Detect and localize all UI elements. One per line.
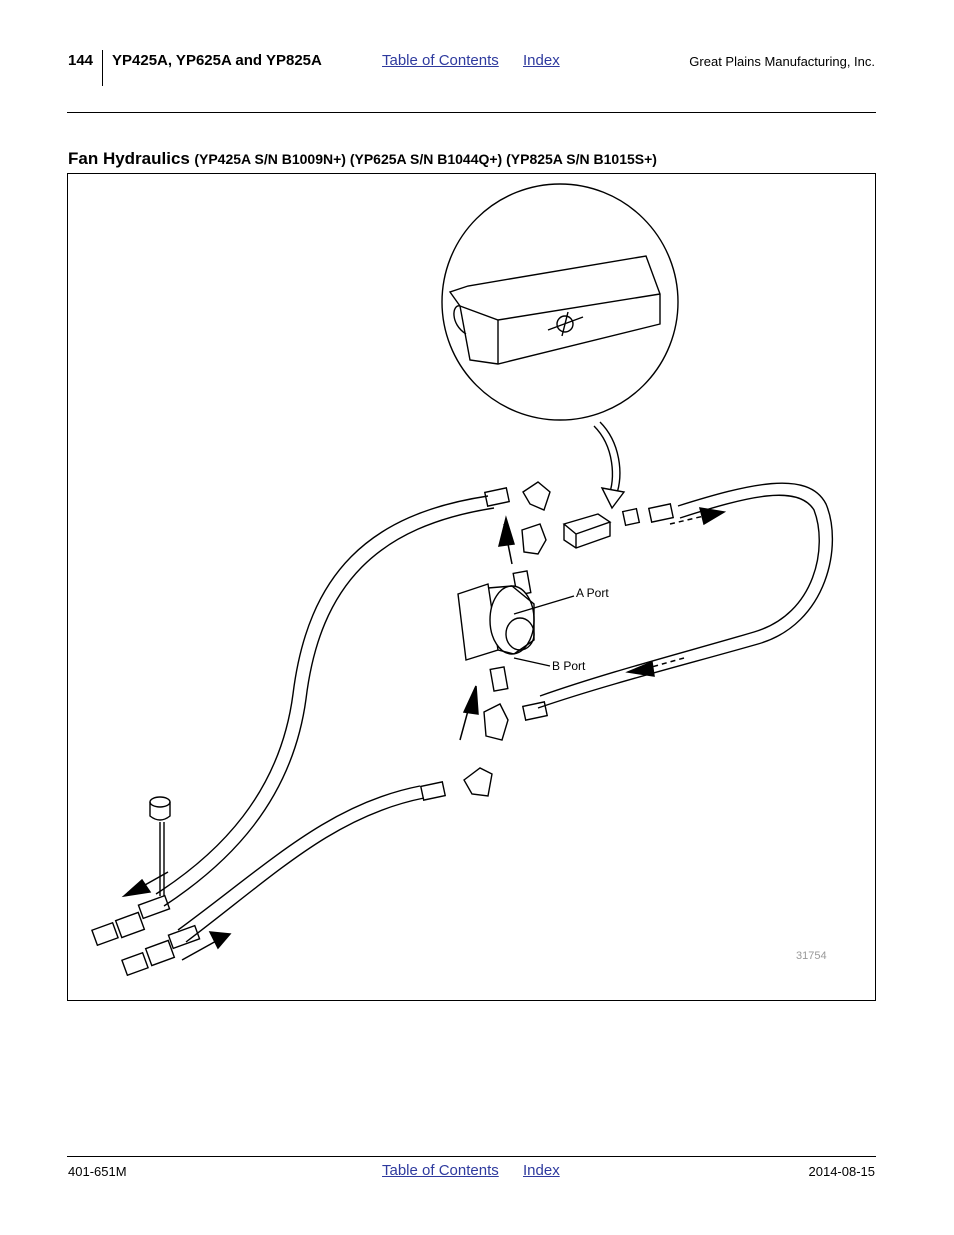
tee-fitting-upper xyxy=(521,523,547,555)
detail-pointer-arrow xyxy=(593,421,626,510)
section-title: Fan Hydraulics xyxy=(68,149,190,168)
company-name: Great Plains Manufacturing, Inc. xyxy=(689,54,875,69)
hose-right-loop xyxy=(537,482,834,709)
header-divider xyxy=(102,50,103,86)
hose-tag xyxy=(149,796,171,896)
footer-rule xyxy=(67,1156,876,1157)
b-port-label: B Port xyxy=(552,659,586,673)
quick-coupler-upper xyxy=(91,894,171,947)
document-number: 401-651M xyxy=(68,1164,127,1179)
header-toc-link[interactable]: Table of Contents xyxy=(382,52,499,69)
manual-title: YP425A, YP625A and YP825A xyxy=(112,52,322,69)
check-valve-detail xyxy=(448,255,661,365)
hose-upper-left xyxy=(155,495,495,907)
check-valve xyxy=(562,513,612,549)
a-port-label: A Port xyxy=(576,586,609,600)
revision-date: 2014-08-15 xyxy=(808,1164,876,1179)
section-heading: Fan Hydraulics (YP425A S/N B1009N+) (YP6… xyxy=(68,149,657,169)
figure-number: 31754 xyxy=(796,950,827,962)
flow-arrows xyxy=(121,507,727,961)
detail-circle xyxy=(441,183,679,421)
hose-lower-left xyxy=(177,785,425,943)
fan-motor xyxy=(457,583,535,661)
elbow-fitting-upper xyxy=(522,481,551,511)
figure-frame: A Port B Port 31754 xyxy=(67,173,876,1001)
header-index-link[interactable]: Index xyxy=(523,52,560,69)
footer-index-link[interactable]: Index xyxy=(523,1162,560,1179)
page-number: 144 xyxy=(68,52,94,69)
b-port-leader xyxy=(513,657,551,667)
fan-hydraulics-diagram xyxy=(91,183,834,977)
header-rule xyxy=(67,112,876,113)
section-subtitle: (YP425A S/N B1009N+) (YP625A S/N B1044Q+… xyxy=(194,151,657,167)
footer-toc-link[interactable]: Table of Contents xyxy=(382,1162,499,1179)
a-port-leader xyxy=(513,595,575,615)
quick-coupler-lower xyxy=(121,924,201,977)
tee-fitting-lower xyxy=(483,703,509,741)
elbow-fitting-lower xyxy=(463,767,493,797)
